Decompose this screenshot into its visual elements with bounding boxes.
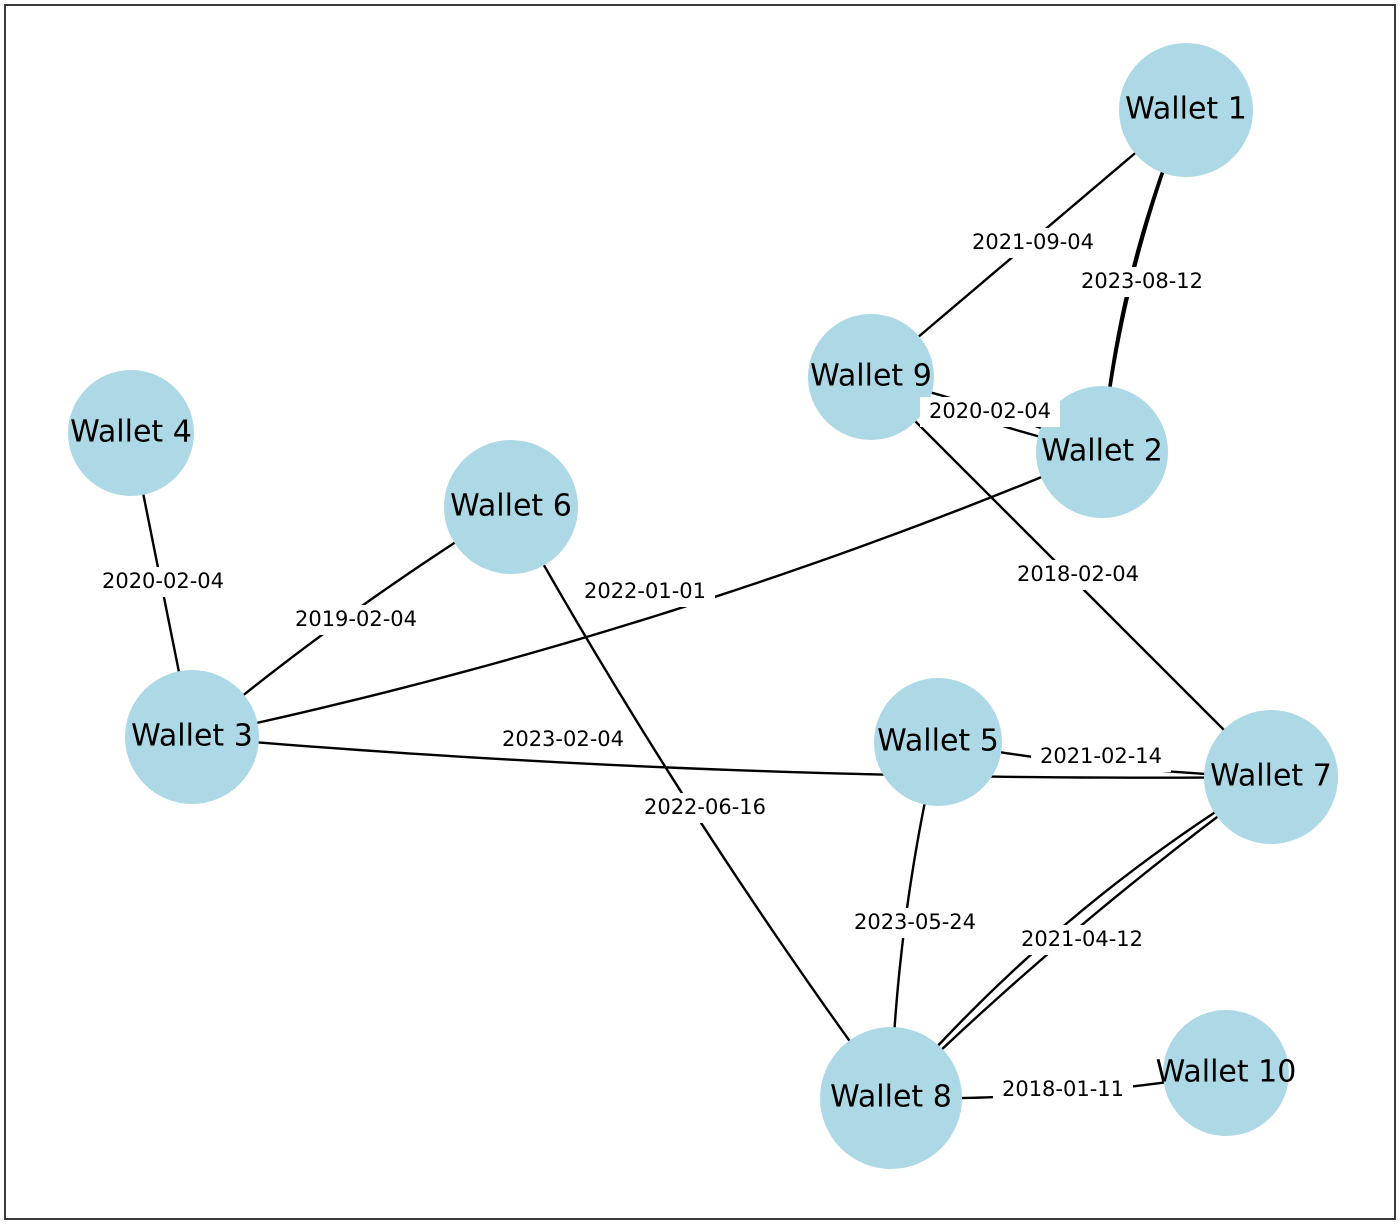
- graph-node-wallet7[interactable]: Wallet 7: [1204, 710, 1338, 844]
- edge-label: 2023-05-24: [845, 908, 985, 938]
- graph-node-wallet6[interactable]: Wallet 6: [444, 440, 578, 574]
- edge-label-text: 2023-02-04: [502, 727, 624, 751]
- node-label: Wallet 2: [1041, 434, 1163, 469]
- edge-label-text: 2021-04-12: [1021, 927, 1143, 951]
- graph-edge[interactable]: [211, 475, 1043, 734]
- node-label: Wallet 7: [1210, 759, 1332, 794]
- edge-label: 2021-02-14: [1031, 742, 1171, 772]
- node-circle[interactable]: [820, 1027, 962, 1169]
- graph-edge[interactable]: [542, 563, 880, 1082]
- node-circle[interactable]: [444, 440, 578, 574]
- edge-label: 2019-02-04: [286, 605, 426, 635]
- edge-label-text: 2021-09-04: [972, 230, 1094, 254]
- edge-label-text: 2023-08-12: [1081, 269, 1203, 293]
- edge-label-backdrop: [963, 228, 1103, 258]
- node-label: Wallet 10: [1156, 1055, 1297, 1090]
- node-label: Wallet 3: [131, 719, 253, 754]
- node-circle[interactable]: [1119, 43, 1253, 177]
- edge-label-backdrop: [1012, 925, 1152, 955]
- graph-node-wallet2[interactable]: Wallet 2: [1036, 386, 1168, 518]
- edge-label-text: 2022-01-01: [584, 579, 706, 603]
- edge-label: 2020-02-04: [920, 397, 1060, 427]
- edge-label: 2022-06-16: [635, 793, 775, 823]
- edge-label-text: 2022-06-16: [644, 795, 766, 819]
- edge-label-text: 2019-02-04: [295, 607, 417, 631]
- edge-label-text: 2021-02-14: [1040, 744, 1162, 768]
- node-label: Wallet 5: [877, 724, 999, 759]
- node-circle[interactable]: [1163, 1010, 1289, 1136]
- edge-label-backdrop: [1008, 560, 1148, 590]
- edge-label-backdrop: [93, 567, 233, 597]
- node-label: Wallet 8: [830, 1080, 952, 1115]
- edge-label: 2021-09-04: [963, 228, 1103, 258]
- edge-label-backdrop: [575, 577, 715, 607]
- graph-node-wallet9[interactable]: Wallet 9: [808, 314, 934, 440]
- node-label: Wallet 4: [70, 415, 192, 450]
- edge-label-backdrop: [635, 793, 775, 823]
- edge-label: 2023-08-12: [1072, 267, 1212, 297]
- edge-label-text: 2018-02-04: [1017, 562, 1139, 586]
- graph-node-wallet8[interactable]: Wallet 8: [820, 1027, 962, 1169]
- edge-label: 2023-02-04: [493, 725, 633, 755]
- node-circle[interactable]: [1036, 386, 1168, 518]
- edge-label-text: 2020-02-04: [929, 399, 1051, 423]
- node-label: Wallet 9: [810, 359, 932, 394]
- edge-labels-layer: 2021-09-04 2023-08-12 2020-02-04 2020-02-04…: [93, 228, 1212, 1105]
- edge-label: 2020-02-04: [93, 567, 233, 597]
- edge-label-backdrop: [920, 397, 1060, 427]
- edge-label-backdrop: [286, 605, 426, 635]
- node-circle[interactable]: [1204, 710, 1338, 844]
- graph-node-wallet1[interactable]: Wallet 1: [1119, 43, 1253, 177]
- edge-label-backdrop: [1072, 267, 1212, 297]
- node-circle[interactable]: [125, 670, 259, 804]
- edge-label: 2018-02-04: [1008, 560, 1148, 590]
- graph-node-wallet5[interactable]: Wallet 5: [874, 678, 1002, 806]
- graph-node-wallet3[interactable]: Wallet 3: [125, 670, 259, 804]
- edge-label: 2018-01-11: [993, 1075, 1133, 1105]
- edge-label: 2022-01-01: [575, 577, 715, 607]
- edge-label-text: 2023-05-24: [854, 910, 976, 934]
- edge-label-text: 2020-02-04: [102, 569, 224, 593]
- node-label: Wallet 6: [450, 489, 572, 524]
- node-circle[interactable]: [808, 314, 934, 440]
- graph-edge[interactable]: [242, 516, 495, 697]
- graph-node-wallet4[interactable]: Wallet 4: [68, 370, 194, 496]
- node-circle[interactable]: [68, 370, 194, 496]
- node-label: Wallet 1: [1125, 92, 1247, 127]
- graph-edge[interactable]: [211, 737, 1206, 779]
- edge-label-backdrop: [993, 1075, 1133, 1105]
- edge-label-backdrop: [1031, 742, 1171, 772]
- edge-label-backdrop: [845, 908, 985, 938]
- node-circle[interactable]: [874, 678, 1002, 806]
- nodes-layer: Wallet 1 Wallet 2 Wallet 3 Wallet 4 Wallet 5…: [68, 43, 1338, 1169]
- edge-label-text: 2018-01-11: [1002, 1077, 1124, 1101]
- graph-node-wallet10[interactable]: Wallet 10: [1156, 1010, 1297, 1136]
- edge-label: 2021-04-12: [1012, 925, 1152, 955]
- graph-edge[interactable]: [913, 419, 1258, 764]
- plot-frame: [4, 4, 1396, 1220]
- edge-label-backdrop: [493, 725, 633, 755]
